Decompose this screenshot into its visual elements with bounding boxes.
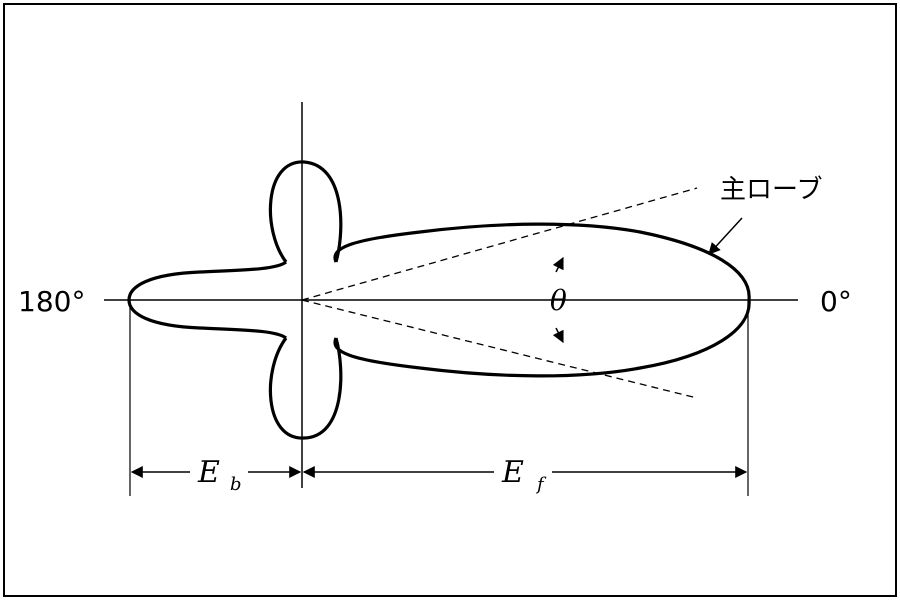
main-lobe-label: 主ローブ — [720, 175, 822, 205]
eb-subscript: b — [230, 474, 242, 495]
theta-label: θ — [550, 284, 567, 317]
angle-label-180: 180° — [18, 285, 85, 318]
eb-label: E — [197, 455, 220, 490]
angle-label-0: 0° — [820, 285, 852, 318]
theta-arrow-lower — [552, 327, 564, 344]
side-lobe-upper — [268, 160, 343, 263]
back-lobe — [127, 260, 287, 340]
beamwidth-line-upper — [301, 187, 698, 301]
main-lobe — [333, 222, 751, 378]
ef-label: E — [501, 455, 524, 490]
beamwidth-line-lower — [301, 299, 698, 399]
main-lobe-pointer-arrow — [708, 217, 743, 255]
theta-arrow-upper — [552, 256, 564, 273]
side-lobe-lower — [268, 337, 343, 440]
